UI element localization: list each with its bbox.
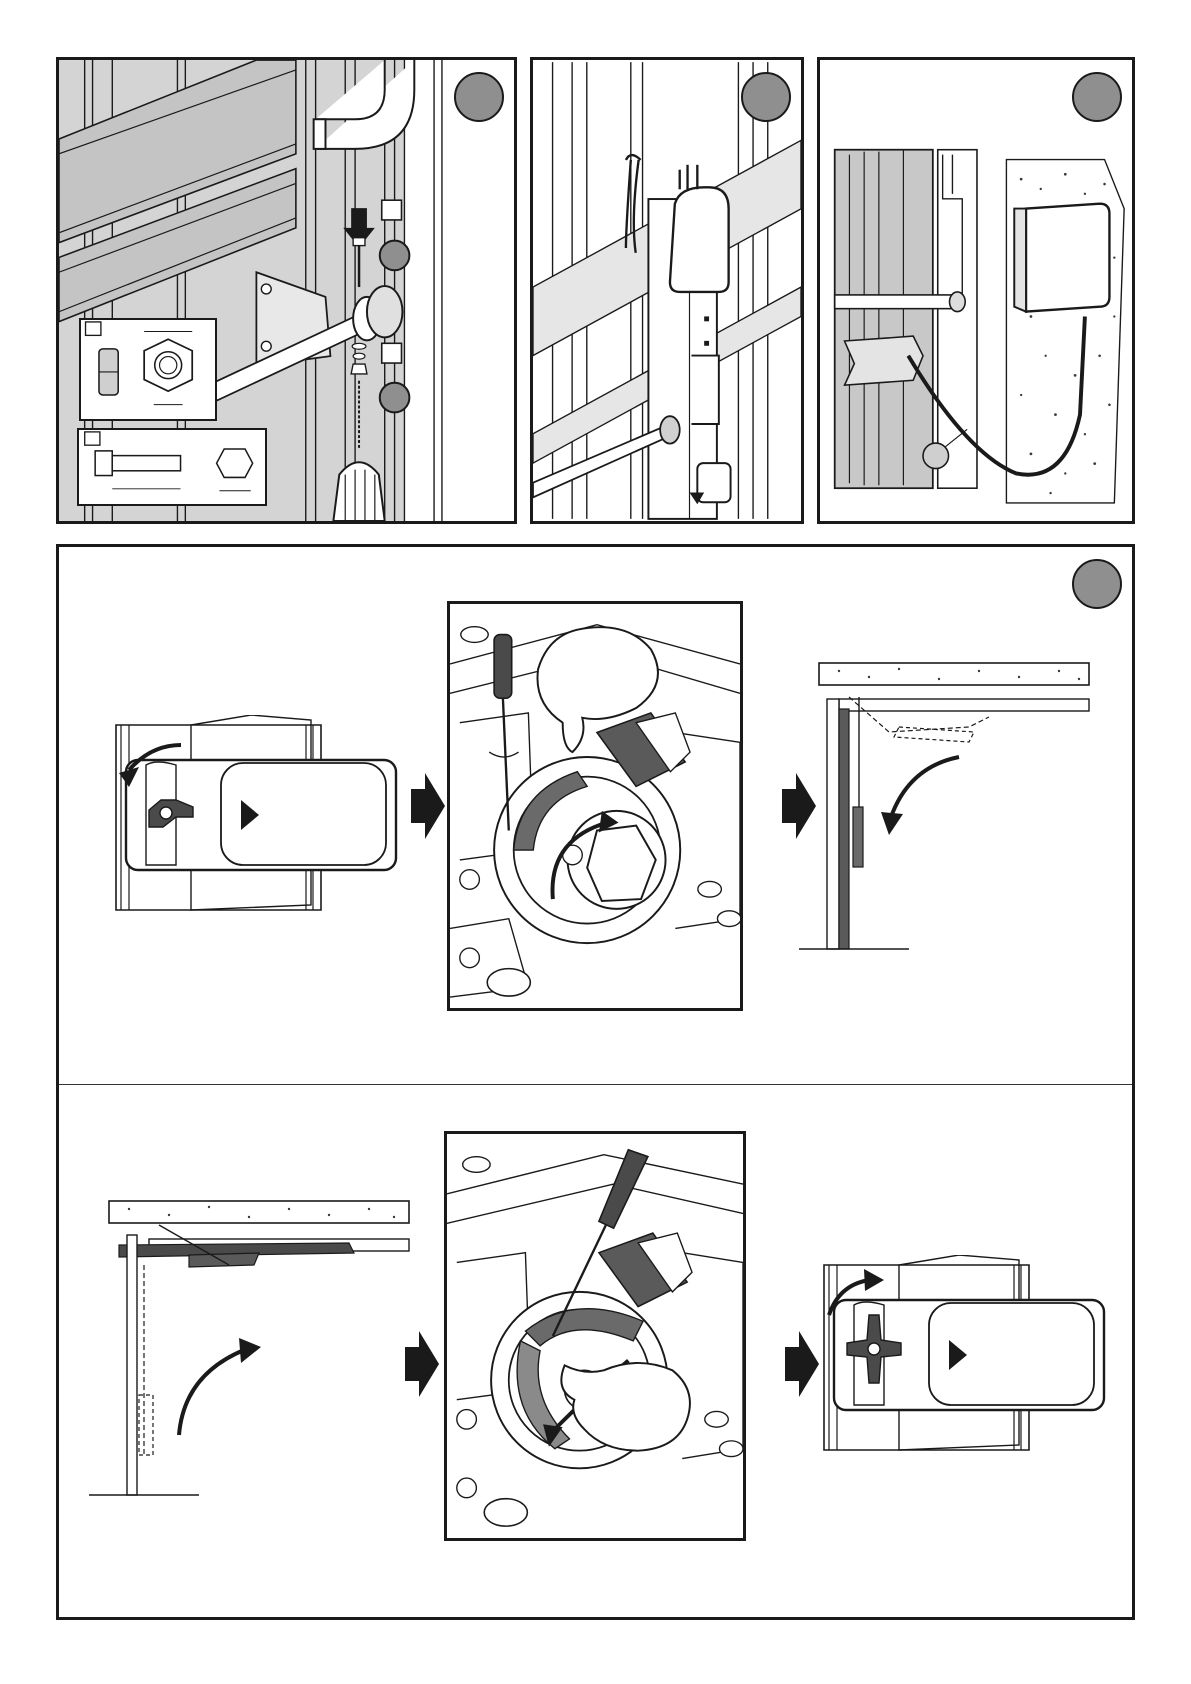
flow-arrow-icon	[405, 1331, 439, 1397]
limit-cam-adjust-detail	[447, 601, 743, 1011]
step-badge-icon	[454, 72, 504, 122]
inset-nut-detail	[79, 318, 217, 421]
step-badge-icon	[1072, 72, 1122, 122]
inset-bolt-detail	[77, 428, 267, 506]
step-badge-icon	[1072, 559, 1122, 609]
rotate-arrow-icon	[891, 757, 959, 817]
sub-step-badge-icon	[380, 241, 410, 271]
door-closing-side-view	[799, 657, 1099, 957]
limit-cam-return-detail	[444, 1131, 746, 1541]
door-opening-side-view	[89, 1195, 419, 1505]
panel-bracket-fixing	[56, 57, 517, 524]
panel-control-box	[817, 57, 1135, 524]
panel-limit-switch	[56, 544, 1135, 1620]
step-badge-icon	[741, 72, 791, 122]
label-box-bottom	[382, 343, 402, 363]
callout-circle-icon	[923, 443, 949, 469]
motor-unit-illustration	[533, 60, 801, 521]
sub-step-badge-icon	[380, 383, 410, 413]
flow-arrow-icon	[411, 773, 445, 839]
rotate-arrow-icon	[179, 1350, 244, 1435]
panel-motor-unit	[530, 57, 804, 524]
control-box-illustration	[820, 60, 1132, 521]
release-lever-open	[81, 715, 411, 915]
row-divider	[59, 1084, 1132, 1085]
release-lever-closed	[809, 1255, 1119, 1455]
label-box-top	[382, 200, 402, 220]
